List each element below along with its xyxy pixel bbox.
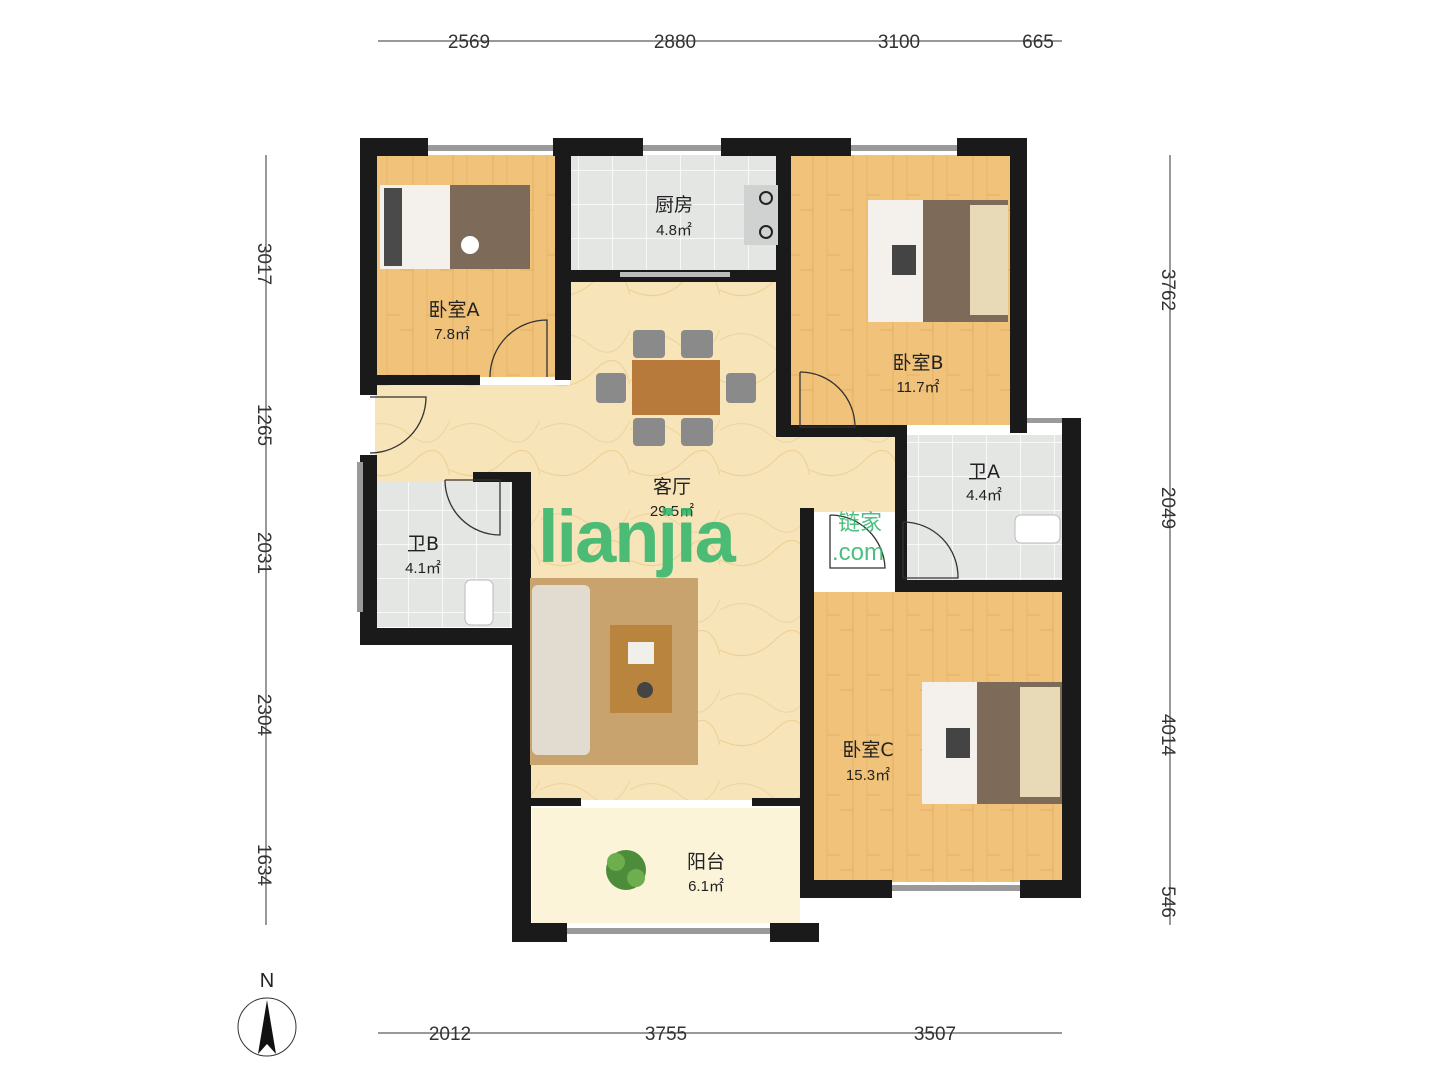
balcony-floor (532, 808, 800, 923)
bedroom-a-name: 卧室A (429, 299, 480, 321)
bath-a-area: 4.4㎡ (966, 487, 1002, 504)
stove-icon (744, 185, 778, 245)
sofa-set-icon (530, 578, 698, 765)
room-labels: 卧室A 7.8㎡ 厨房 4.8㎡ 卧室B 11.7㎡ 客厅 29.5㎡ 卫A 4… (405, 194, 1002, 895)
door-bedroom-b (799, 371, 856, 428)
compass-arrow-icon (258, 1000, 276, 1054)
dim-right-4: 546 (1157, 886, 1178, 918)
kitchen-area: 4.8㎡ (656, 222, 692, 239)
door-bath-b (444, 479, 501, 536)
dim-right-2: 2049 (1157, 487, 1178, 529)
bath-a-name: 卫A (968, 461, 1000, 483)
dim-right-1: 3762 (1157, 269, 1178, 311)
dim-top-1: 2569 (448, 32, 490, 53)
watermark-cn: 链家 (838, 510, 882, 535)
plant-icon (606, 850, 646, 890)
bedroom-c-name: 卧室C (842, 739, 893, 761)
dining-table-icon (596, 330, 756, 446)
watermark: lianjia 链家 .com (538, 495, 884, 578)
dim-left-5: 1634 (253, 844, 274, 887)
walls (357, 138, 1081, 942)
toilet-a-icon (1014, 514, 1061, 544)
door-bath-a (902, 521, 959, 579)
watermark-domain: .com (832, 539, 884, 566)
bath-a-floor (905, 435, 1063, 580)
kitchen-floor (570, 155, 778, 273)
bedroom-c-area: 15.3㎡ (846, 767, 890, 784)
bath-b-name: 卫B (407, 533, 439, 555)
compass-north-label: N (260, 970, 274, 992)
bed-b-icon (868, 200, 1008, 322)
dim-bottom-3: 3507 (914, 1024, 956, 1045)
watermark-brand: lianjia (538, 495, 737, 578)
dim-left-4: 2304 (253, 694, 274, 737)
dim-bottom-1: 2012 (429, 1024, 471, 1045)
living-floor (375, 282, 895, 800)
furniture (380, 185, 1062, 890)
bed-a-icon (380, 185, 530, 269)
dim-bottom-2: 3755 (645, 1024, 687, 1045)
balcony-name: 阳台 (687, 851, 725, 873)
bath-b-area: 4.1㎡ (405, 560, 441, 577)
bedroom-b-area: 11.7㎡ (896, 379, 939, 396)
dimension-labels: 2569 2880 3100 665 2012 3755 3507 3017 1… (253, 32, 1178, 1045)
dim-top-3: 3100 (878, 32, 920, 53)
dim-top-2: 2880 (654, 32, 696, 53)
dim-left-1: 3017 (253, 243, 274, 285)
dim-left-2: 1265 (253, 404, 274, 446)
bath-b-floor (375, 482, 520, 627)
door-bedroom-c (829, 514, 886, 569)
bed-c-icon (922, 682, 1062, 804)
compass: N (237, 970, 297, 1057)
dim-top-4: 665 (1022, 32, 1054, 53)
toilet-b-icon (464, 579, 494, 626)
kitchen-name: 厨房 (655, 194, 693, 216)
doors (369, 319, 959, 579)
balcony-area: 6.1㎡ (688, 878, 724, 895)
door-bedroom-a (489, 319, 548, 378)
living-name: 客厅 (653, 476, 691, 498)
bedroom-b-name: 卧室B (892, 352, 943, 374)
floors (375, 155, 1063, 923)
door-entrance (369, 396, 427, 454)
dim-right-3: 4014 (1157, 714, 1178, 757)
dimension-lines (265, 40, 1171, 1034)
dim-left-3: 2031 (253, 532, 274, 574)
living-area: 29.5㎡ (650, 503, 694, 520)
bedroom-a-area: 7.8㎡ (434, 326, 470, 343)
